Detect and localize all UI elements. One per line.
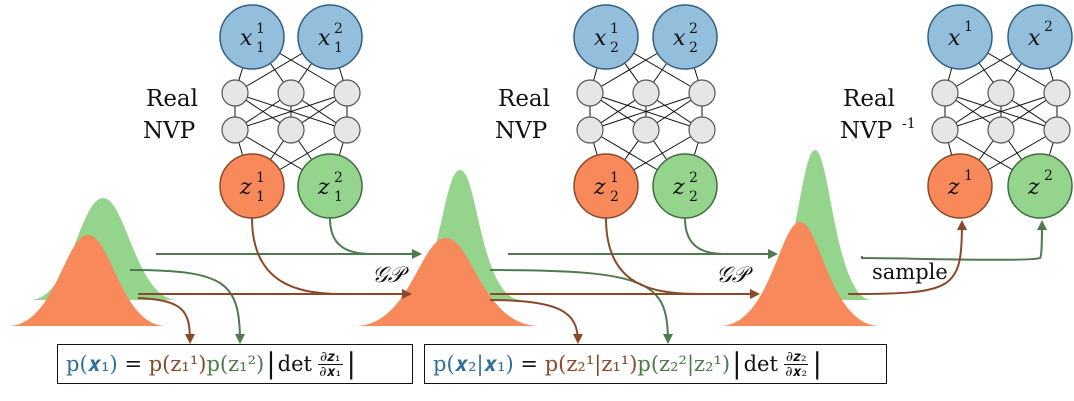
network-3-x2-node: x 2 (1007, 4, 1073, 70)
svg-text:2: 2 (334, 170, 343, 186)
network-3-z1-node: z 1 (927, 153, 993, 219)
formula-1-jacobian-den: ∂𝒙₁ (319, 363, 342, 380)
formula-2-term-z1: p(z₂¹|z₁¹) (544, 352, 638, 376)
formula-box-1: p(𝒙₁) = p(z₁¹) p(z₁²) | det ∂𝒛₁ ∂𝒙₁ | (57, 344, 413, 384)
formula-2-term-z2: p(z₂²|z₂¹) (637, 352, 731, 376)
real-nvp-label-2-line2: NVP (495, 118, 547, 144)
real-nvp-label-1-line1: Real (146, 86, 198, 112)
green-arrows (129, 217, 1047, 344)
svg-text:1: 1 (256, 21, 265, 37)
arrow-z21-to-dist3 (605, 217, 701, 295)
arrow-green-dist2-to-formula2 (489, 269, 673, 344)
svg-text:2: 2 (689, 40, 698, 56)
svg-text:1: 1 (610, 170, 619, 186)
real-nvp-inverse-superscript: -1 (902, 116, 916, 132)
network-1-x1-node: x 1 1 (219, 4, 285, 70)
svg-text:z: z (947, 175, 960, 200)
gp-label-1: 𝒢𝒫 (372, 263, 410, 288)
arrow-z11-to-dist2 (251, 217, 341, 295)
arrow-z22-to-dist3 (684, 217, 726, 255)
formula-1-jacobian: ∂𝒛₁ ∂𝒙₁ (317, 348, 343, 380)
network-1-z2-node: z 2 1 (297, 153, 363, 219)
svg-text:z: z (672, 175, 685, 200)
svg-text:1: 1 (964, 168, 973, 184)
formula-2-eq: = (513, 352, 545, 376)
network-3-x1-node: x 1 (927, 4, 993, 70)
brown-arrows (137, 217, 967, 344)
svg-text:2: 2 (610, 189, 619, 205)
svg-text:2: 2 (610, 40, 619, 56)
arrow-green-dist1-to-formula1 (129, 269, 245, 344)
svg-text:1: 1 (256, 189, 265, 205)
svg-text:1: 1 (334, 189, 343, 205)
svg-text:1: 1 (334, 40, 343, 56)
network-2-x2-node: x 2 2 (652, 4, 718, 70)
svg-text:1: 1 (610, 21, 619, 37)
formula-2-jacobian-num: ∂𝒛₂ (783, 348, 809, 365)
network-1-z1-node: z 1 1 (219, 153, 285, 219)
svg-text:x: x (673, 26, 686, 51)
svg-text:1: 1 (964, 19, 973, 35)
svg-text:z: z (317, 175, 330, 200)
svg-text:1: 1 (256, 40, 265, 56)
svg-text:x: x (318, 26, 331, 51)
network-2-x1-node: x 1 2 (573, 4, 639, 70)
formula-1-bar-left: | (266, 347, 276, 380)
real-nvp-inverse-label-line2: NVP (840, 118, 892, 144)
formula-1-lhs: p(𝒙₁) (66, 351, 118, 376)
arrow-dist3-to-z1 (847, 220, 967, 295)
arrow-brown-dist2-to-formula2 (489, 299, 583, 344)
formula-2-det: det (743, 352, 778, 376)
network-2-z1-node: z 1 2 (573, 153, 639, 219)
orange-gaussian-3 (720, 222, 880, 326)
formula-2-jacobian-den: ∂𝒙₂ (785, 363, 808, 380)
svg-text:x: x (240, 26, 253, 51)
svg-text:x: x (948, 26, 961, 51)
network-2-z2-node: z 2 2 (652, 153, 718, 219)
distribution-pair-1 (8, 198, 178, 326)
svg-text:2: 2 (1044, 168, 1053, 184)
formula-box-2: p(𝒙₂|𝒙₁) = p(z₂¹|z₁¹) p(z₂²|z₂¹) | det ∂… (424, 344, 887, 384)
sample-label: sample (872, 260, 948, 284)
formula-2-jacobian: ∂𝒛₂ ∂𝒙₂ (783, 348, 809, 380)
real-nvp-label-2-line1: Real (498, 86, 550, 112)
svg-text:2: 2 (689, 21, 698, 37)
svg-text:x: x (594, 26, 607, 51)
svg-text:z: z (593, 175, 606, 200)
formula-2-lhs: p(𝒙₂|𝒙₁) (433, 351, 514, 376)
formula-1-term-z2: p(z₁²) (206, 352, 265, 376)
network-3-z2-node: z 2 (1007, 153, 1073, 219)
svg-text:z: z (1027, 175, 1040, 200)
distribution-pair-2 (355, 170, 540, 326)
svg-text:2: 2 (689, 170, 698, 186)
formula-1-term-z1: p(z₁¹) (148, 352, 207, 376)
real-nvp-label-1-line2: NVP (143, 118, 195, 144)
gp-label-2: 𝒢𝒫 (716, 263, 754, 288)
orange-gaussian-1 (8, 235, 166, 326)
hidden-nodes (221, 79, 1071, 144)
arrow-sample-to-z2 (861, 220, 1047, 261)
svg-text:2: 2 (1044, 19, 1053, 35)
network-1-x2-node: x 2 1 (297, 4, 363, 70)
svg-text:1: 1 (256, 170, 265, 186)
orange-gaussian-2 (355, 238, 540, 326)
formula-2-bar-left: | (732, 347, 742, 380)
svg-text:x: x (1028, 26, 1041, 51)
arrow-brown-dist1-to-formula1 (137, 297, 195, 344)
arrow-z12-to-dist2 (329, 217, 373, 255)
distribution-pair-3 (720, 150, 880, 326)
formula-1-eq: = (117, 352, 149, 376)
formula-1-jacobian-num: ∂𝒛₁ (317, 348, 343, 365)
formula-2-bar-right: | (812, 347, 822, 380)
svg-text:2: 2 (334, 21, 343, 37)
real-nvp-inverse-label-line1: Real (843, 86, 895, 112)
formula-1-det: det (277, 352, 312, 376)
formula-1-bar-right: | (346, 347, 356, 380)
svg-text:2: 2 (689, 189, 698, 205)
svg-text:z: z (239, 175, 252, 200)
